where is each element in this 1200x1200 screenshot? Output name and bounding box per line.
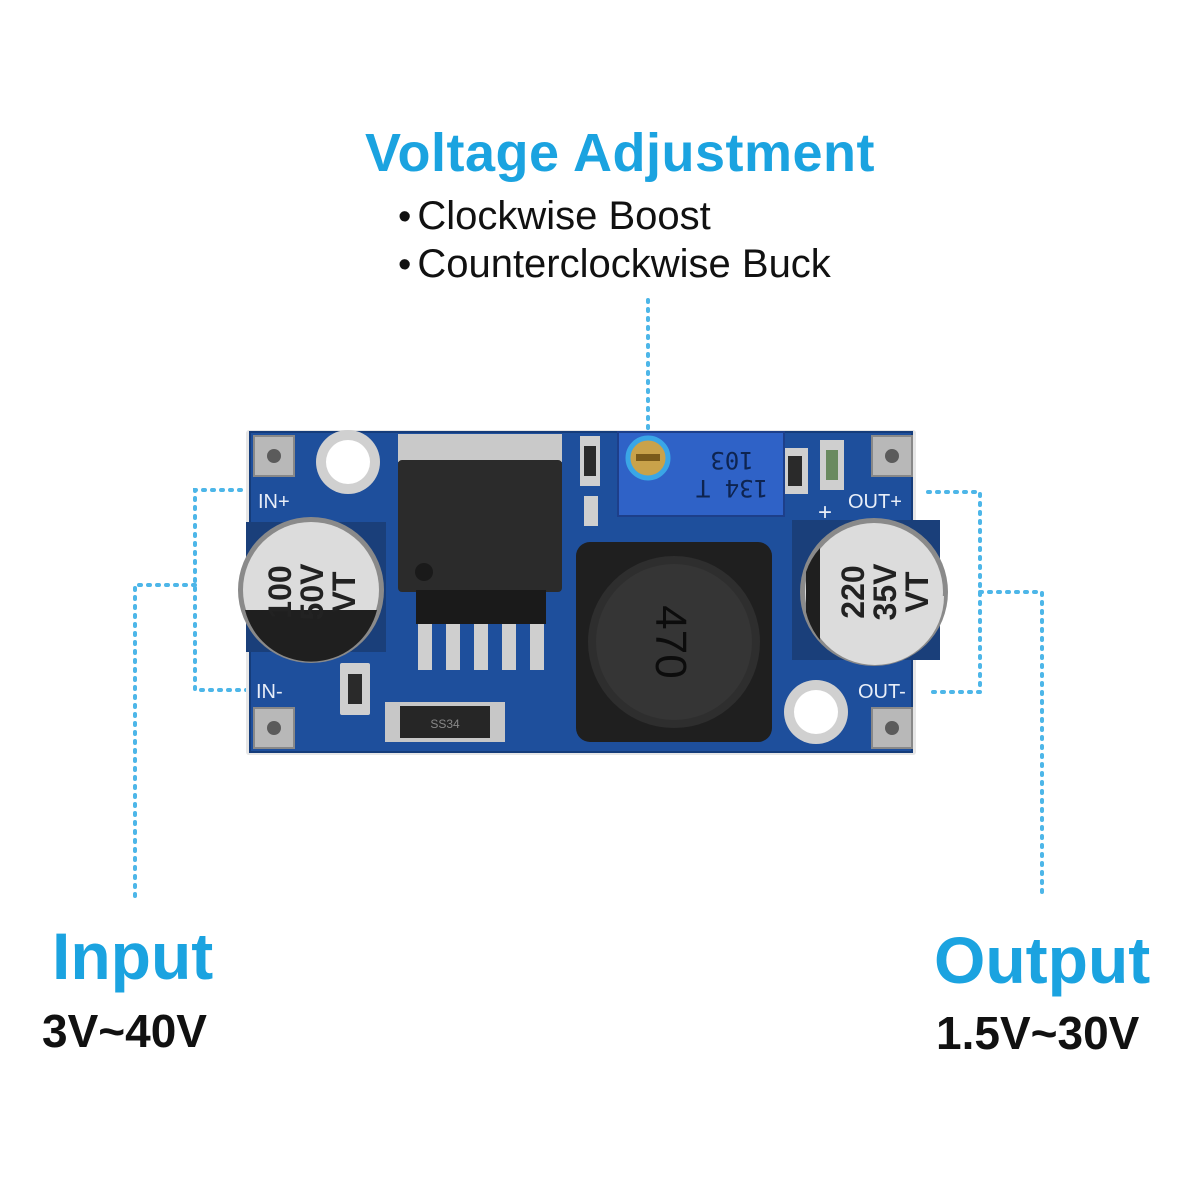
- inductor-marking: 470: [646, 605, 695, 678]
- inductor: 470: [576, 542, 772, 742]
- output-cap-voltage: 35V: [867, 563, 903, 621]
- output-cap-value: 220: [835, 565, 871, 618]
- plus-mark: +: [818, 499, 832, 526]
- output-range: 1.5V~30V: [936, 1007, 1140, 1059]
- trimmer-potentiometer: 134 T 103: [617, 431, 785, 517]
- output-cap-series: VT: [899, 571, 935, 612]
- output-capacitor: 220 35V VT: [792, 518, 948, 666]
- adjustment-note: Counterclockwise Buck: [398, 240, 831, 288]
- output-label: Output: [934, 923, 1151, 997]
- out-minus-label: OUT-: [858, 681, 906, 703]
- input-cap-value: 100: [262, 565, 298, 618]
- diode: SS34: [385, 702, 505, 742]
- regulator-ic: [398, 434, 562, 670]
- input-capacitor: 100 50V VT: [238, 517, 386, 663]
- adjustment-notes: Clockwise Boost Counterclockwise Buck: [398, 192, 831, 288]
- diode-marking: SS34: [430, 717, 460, 731]
- input-cap-voltage: 50V: [294, 563, 330, 621]
- smd-components: [340, 436, 844, 715]
- voltage-adjustment-title: Voltage Adjustment: [364, 123, 876, 183]
- trimmer-marking-1: 134 T: [696, 474, 768, 502]
- input-cap-series: VT: [326, 571, 362, 612]
- in-plus-label: IN+: [258, 491, 290, 513]
- in-minus-label: IN-: [256, 681, 283, 703]
- input-range: 3V~40V: [42, 1005, 207, 1057]
- input-label: Input: [52, 919, 214, 993]
- mounting-holes: [316, 430, 848, 744]
- out-plus-label: OUT+: [848, 491, 902, 513]
- adjustment-note: Clockwise Boost: [398, 192, 831, 240]
- corner-pads: [253, 435, 913, 749]
- trimmer-marking-2: 103: [710, 446, 753, 474]
